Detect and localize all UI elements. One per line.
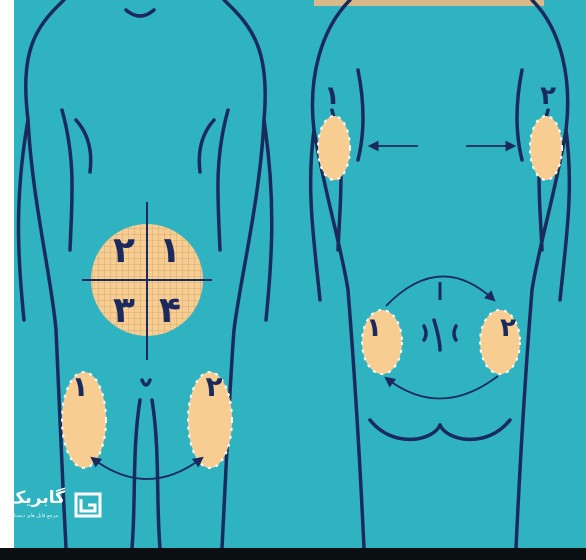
logo-tagline: مرجع فایل های دیجیتالی	[8, 513, 58, 519]
back-left-arm-label: ۱	[324, 81, 340, 111]
back-right-buttock-zone: ۲	[480, 310, 520, 374]
logo-mark-icon	[72, 490, 104, 520]
back-right-buttock-label: ۲	[500, 313, 516, 343]
quadrant-2-label: ۲	[113, 230, 135, 271]
back-right-arm-label: ۲	[540, 81, 556, 111]
back-left-buttock-zone: ۱	[362, 310, 402, 374]
front-right-thigh-label: ۲	[205, 370, 222, 403]
body-diagram-svg: ۱ ۲ ۳ ۴ ۱ ۲	[14, 0, 586, 548]
quadrant-4-label: ۴	[159, 290, 181, 331]
back-left-buttock-label: ۱	[366, 313, 382, 343]
bottom-strip	[0, 548, 586, 560]
logo-name: گابریک	[8, 488, 65, 508]
front-left-thigh-label: ۱	[71, 370, 88, 403]
diagram-panel: ۱ ۲ ۳ ۴ ۱ ۲	[14, 0, 586, 548]
brand-logo: گابریک مرجع فایل های دیجیتالی	[4, 488, 114, 524]
quadrant-1-label: ۱	[159, 230, 181, 271]
quadrant-3-label: ۳	[113, 290, 135, 331]
